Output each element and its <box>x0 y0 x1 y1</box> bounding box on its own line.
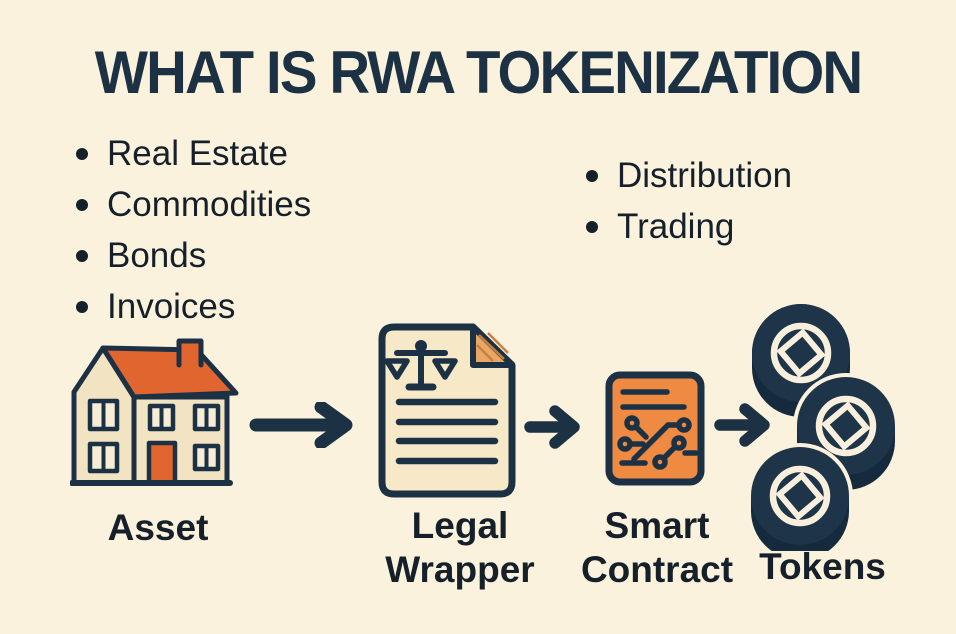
token-coins-icon <box>747 303 900 564</box>
list-item: Real Estate <box>76 128 311 179</box>
list-item: Trading <box>586 201 792 252</box>
list-item-label: Bonds <box>107 235 207 275</box>
list-item: Commodities <box>76 179 311 230</box>
legal-document-icon <box>378 323 518 503</box>
list-item-label: Invoices <box>107 286 236 326</box>
arrow-right-icon <box>524 404 588 455</box>
page-title: WHAT IS RWA TOKENIZATION <box>94 39 863 106</box>
list-item-label: Commodities <box>107 184 312 224</box>
arrow-right-icon <box>714 402 778 453</box>
asset-types-list: Real Estate Commodities Bonds Invoices <box>76 128 311 332</box>
step-label-smart-contract: Smart Contract <box>580 505 734 590</box>
token-coin <box>747 443 853 564</box>
list-item-label: Real Estate <box>107 133 288 173</box>
step-label-legal-wrapper: Legal Wrapper <box>385 505 535 590</box>
step-label-asset: Asset <box>107 507 209 548</box>
bullet-dot-icon <box>76 300 88 313</box>
bullet-dot-icon <box>586 220 598 233</box>
bullet-dot-icon <box>586 169 598 182</box>
list-item-label: Trading <box>617 206 735 246</box>
bullet-dot-icon <box>76 249 88 262</box>
bullet-dot-icon <box>76 147 88 160</box>
list-item-label: Distribution <box>617 155 793 195</box>
list-item: Distribution <box>586 150 792 201</box>
smart-contract-icon <box>605 371 705 491</box>
list-item: Bonds <box>76 230 311 281</box>
bullet-dot-icon <box>76 198 88 211</box>
list-item: Invoices <box>76 281 311 332</box>
house-icon <box>69 334 240 501</box>
arrow-right-icon <box>248 400 360 453</box>
step-label-tokens: Tokens <box>759 546 886 587</box>
token-actions-list: Distribution Trading <box>586 150 792 252</box>
